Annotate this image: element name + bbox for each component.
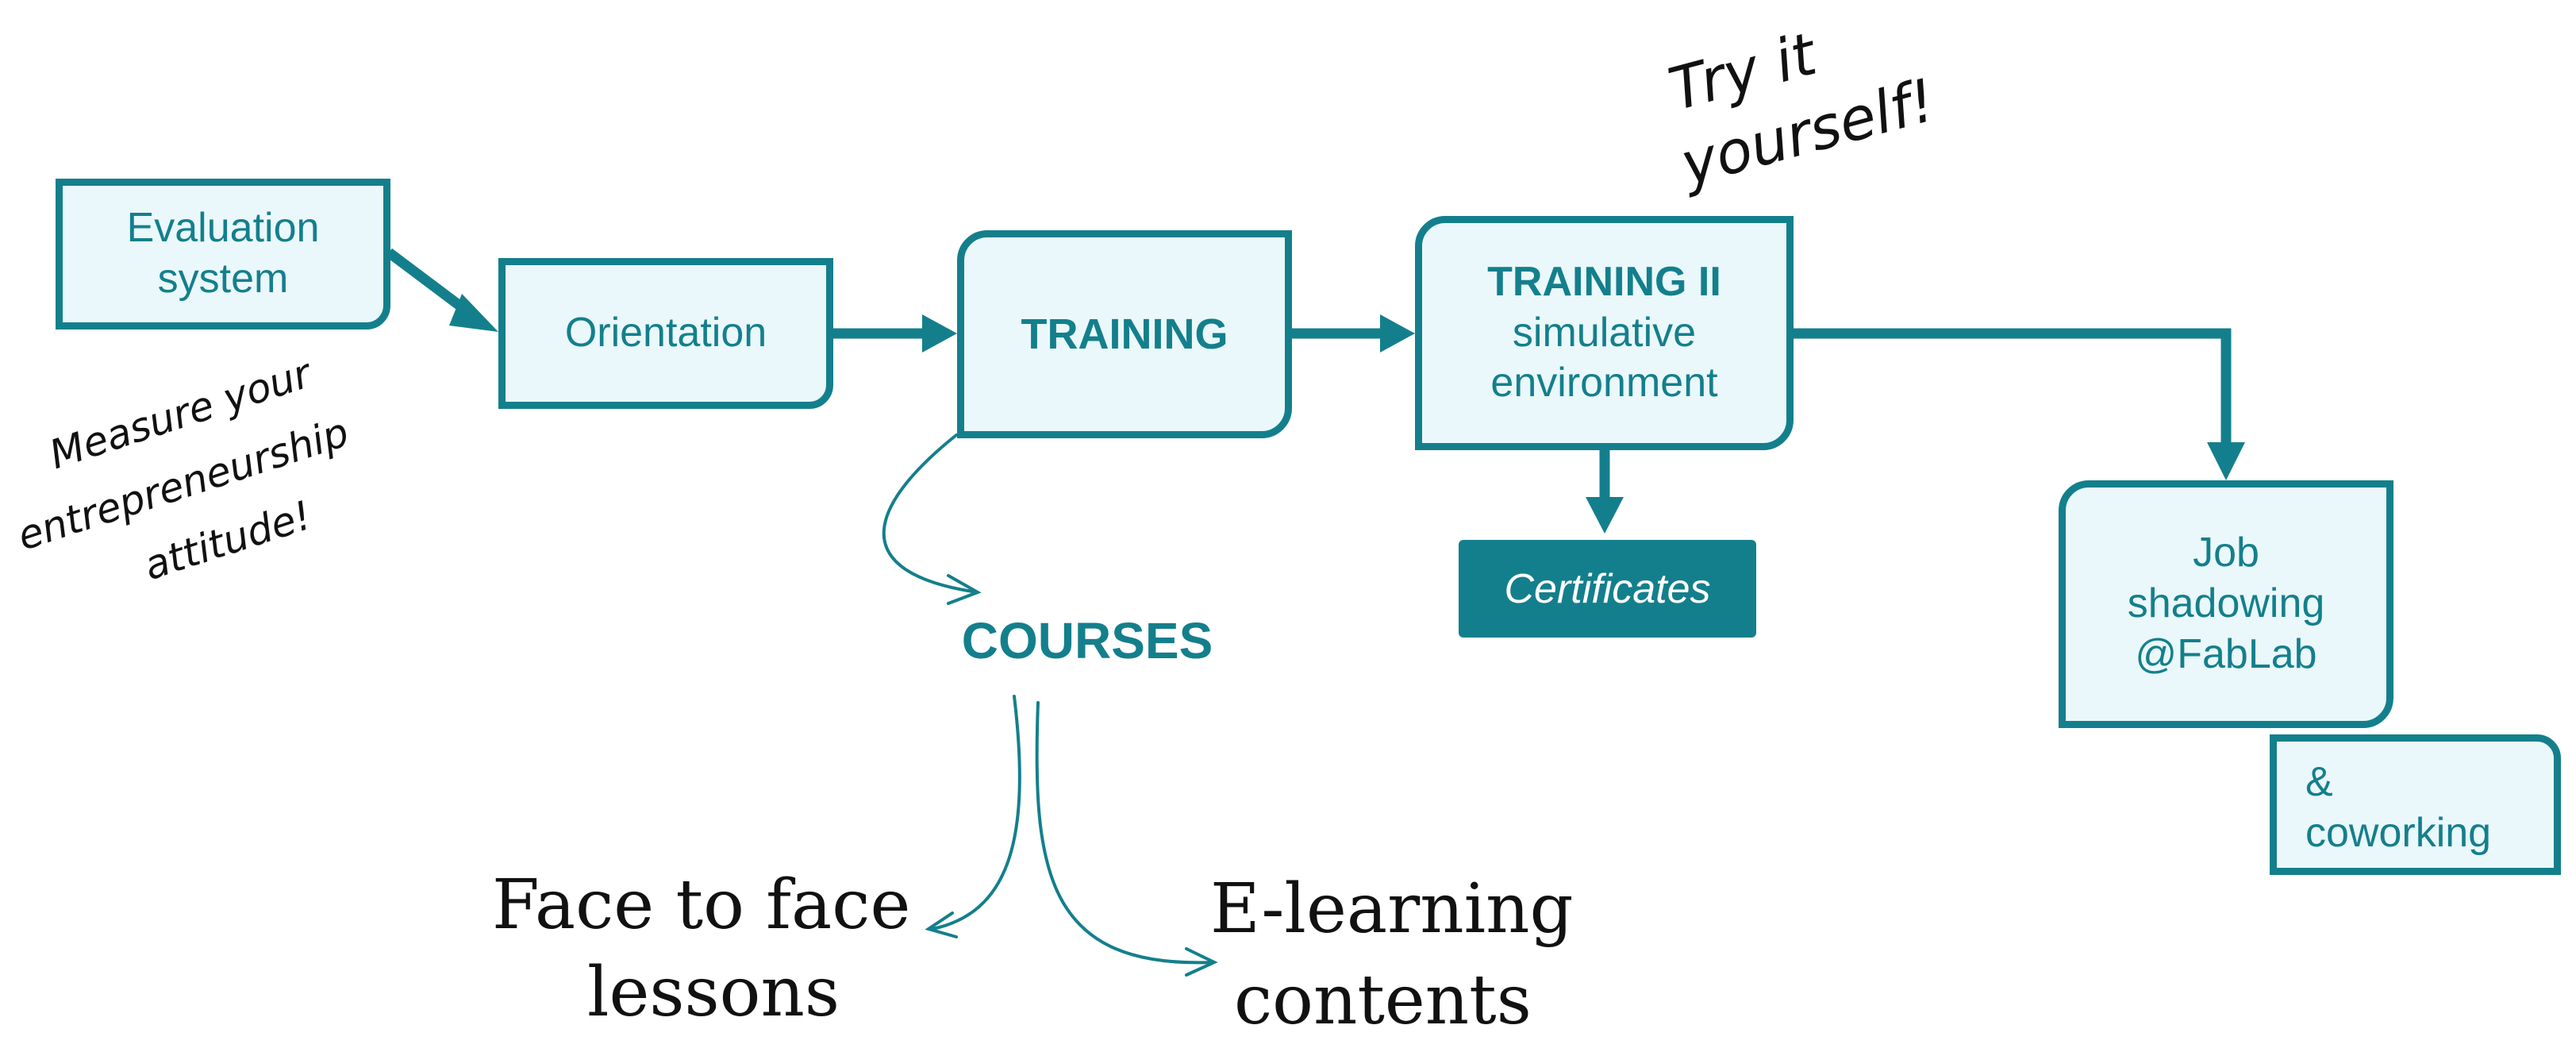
training-ii-title: TRAINING II bbox=[1487, 258, 1721, 305]
job-line1: Job bbox=[2193, 530, 2259, 576]
arrowhead-certificates bbox=[1586, 497, 1624, 534]
job-line2: shadowing bbox=[2127, 580, 2325, 627]
face-line1: Face to face bbox=[492, 865, 911, 945]
elearning-line2: contents bbox=[1234, 961, 1532, 1040]
training-ii-line2: simulative bbox=[1512, 309, 1697, 356]
training-ii-box: TRAINING II simulative environment bbox=[1415, 216, 1794, 450]
coworking-line2: coworking bbox=[2305, 809, 2492, 856]
curve-courses-to-elearning bbox=[1035, 701, 1214, 965]
curve-arrowhead-face bbox=[925, 911, 958, 938]
courses-label: COURSES bbox=[961, 612, 1213, 669]
coworking-line1: & bbox=[2305, 759, 2333, 805]
orientation-box: Orientation bbox=[498, 258, 833, 409]
arrow-training2-to-job bbox=[1794, 328, 2232, 445]
arrowhead-orientation bbox=[449, 294, 498, 332]
training-box: TRAINING bbox=[957, 230, 1292, 438]
evaluation-system-box: Evaluation system bbox=[56, 179, 390, 329]
face-line2: lessons bbox=[587, 953, 840, 1032]
e-learning-note: E-learning contents bbox=[1210, 869, 1607, 1044]
arrowhead-training2 bbox=[1380, 314, 1415, 353]
orientation-label: Orientation bbox=[564, 310, 767, 356]
training-label: TRAINING bbox=[1021, 310, 1228, 358]
curve-training-to-courses bbox=[882, 434, 974, 593]
elearning-line1: E-learning bbox=[1210, 869, 1574, 949]
certificates-box: Certificates bbox=[1459, 540, 1756, 638]
certificates-label: Certificates bbox=[1504, 565, 1711, 612]
curve-arrowhead-courses bbox=[947, 574, 982, 605]
arrow-eval-to-orientation bbox=[386, 248, 471, 317]
evaluation-label-line1: Evaluation bbox=[126, 205, 320, 252]
job-line3: @FabLab bbox=[2135, 630, 2317, 677]
coworking-box: & coworking bbox=[2270, 734, 2561, 875]
training-ii-line3: environment bbox=[1490, 360, 1718, 407]
curve-courses-to-face bbox=[931, 695, 1021, 931]
face-to-face-note: Face to face lessons bbox=[492, 865, 936, 1040]
evaluation-label-line2: system bbox=[157, 256, 289, 302]
job-shadowing-box: Job shadowing @FabLab bbox=[2059, 480, 2393, 728]
arrowhead-training bbox=[922, 314, 957, 353]
arrowhead-job bbox=[2207, 442, 2245, 480]
curve-arrowhead-elearning bbox=[1185, 947, 1218, 977]
